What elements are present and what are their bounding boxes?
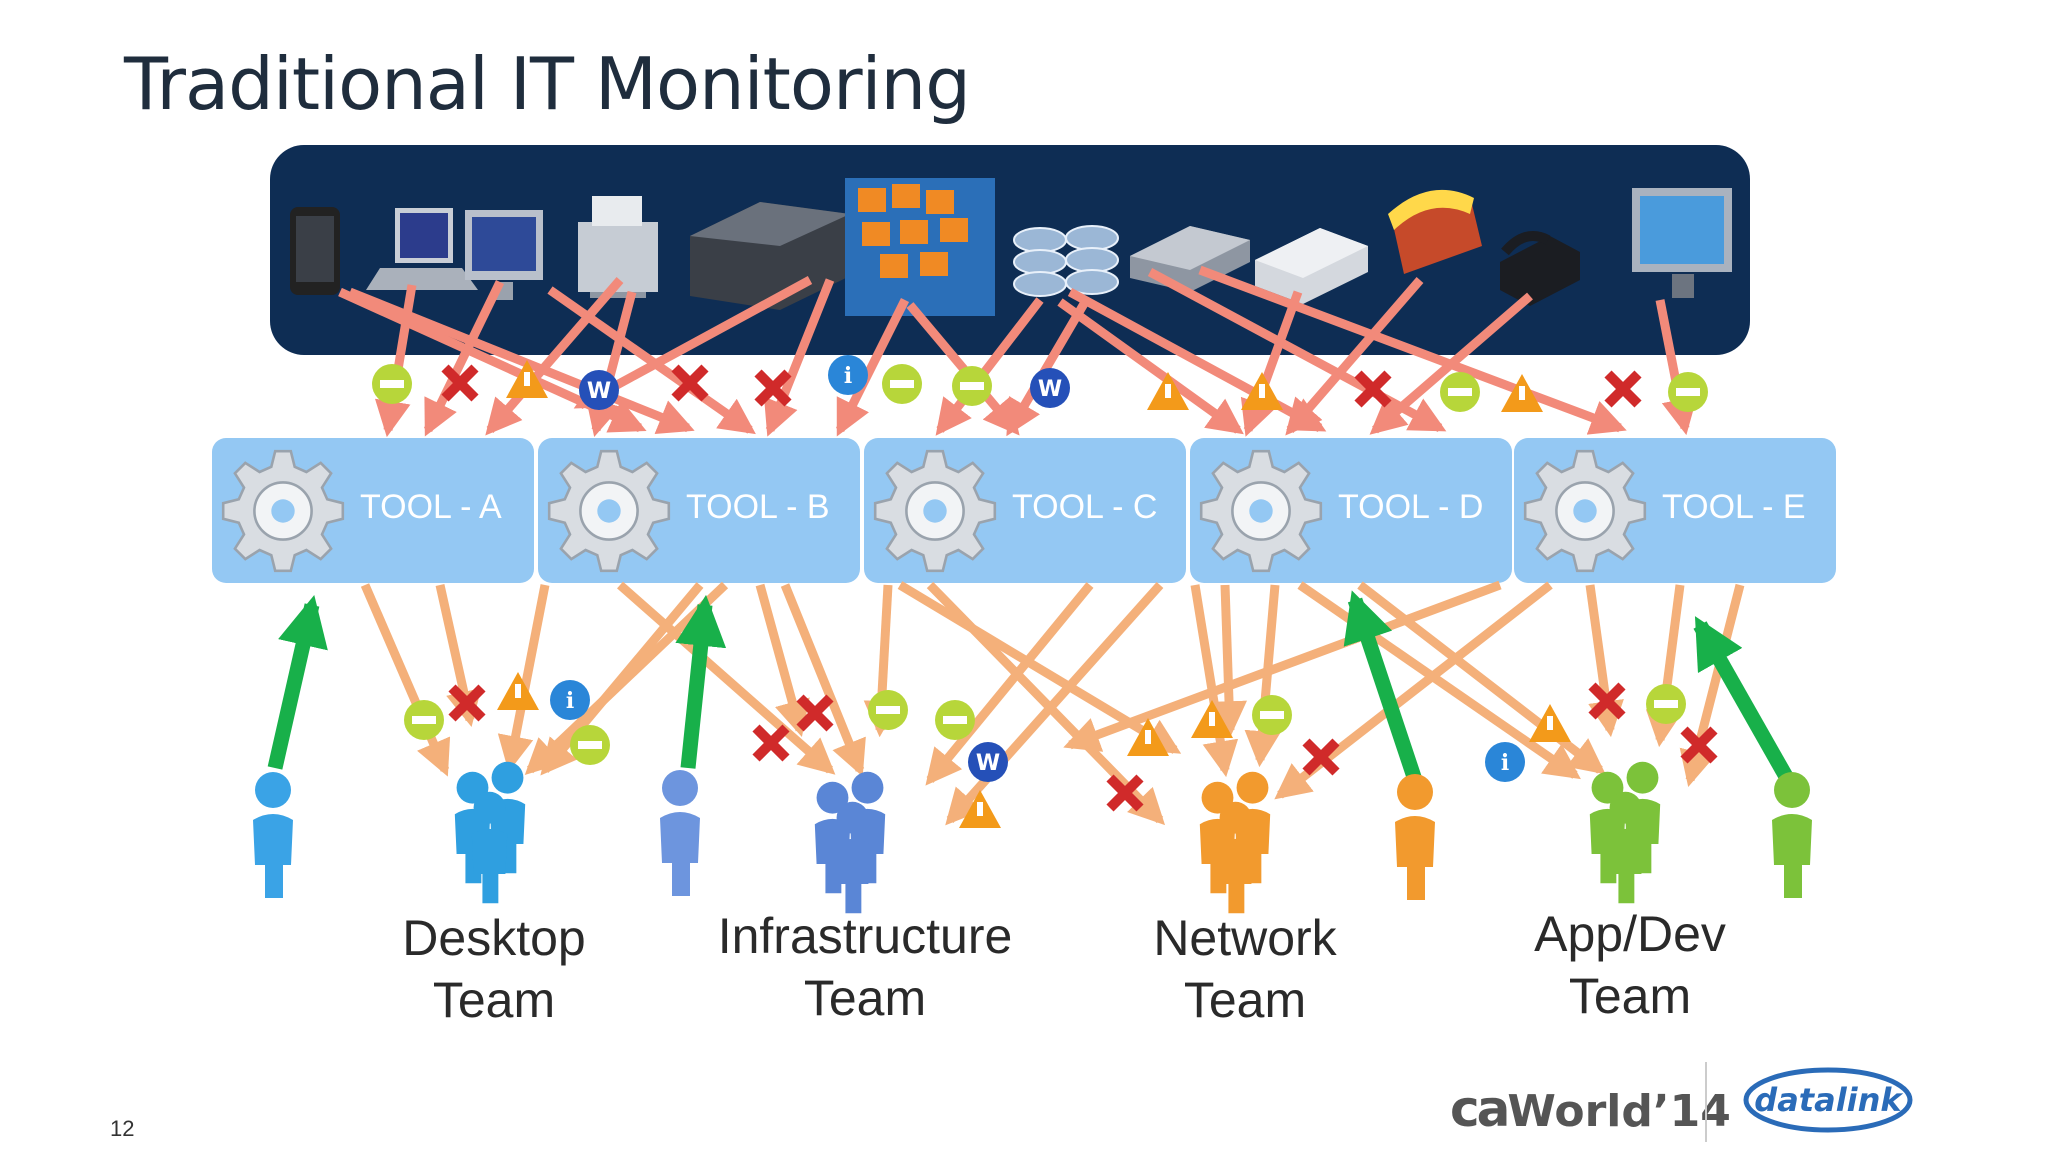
minus-status-icon <box>868 690 908 730</box>
network-user-icon <box>1395 774 1435 900</box>
monitor-display-icon <box>1632 188 1732 298</box>
w-status-icon: W <box>968 742 1008 782</box>
svg-text:i: i <box>1501 750 1509 776</box>
minus-status-icon <box>1646 684 1686 724</box>
svg-text:W: W <box>587 379 611 404</box>
error-x-icon <box>1680 726 1718 764</box>
appdev-user-icon <box>1772 772 1812 898</box>
warning-icon <box>1241 372 1283 410</box>
warning-icon <box>497 672 539 710</box>
desktop-user-icon <box>253 772 293 898</box>
minus-status-icon <box>1440 372 1480 412</box>
svg-text:W: W <box>1038 377 1062 402</box>
infrastructure-user-icon <box>660 770 700 896</box>
tool-b-box[interactable]: TOOL - B <box>538 438 860 583</box>
error-x-icon <box>1604 370 1642 408</box>
error-x-icon <box>448 684 486 722</box>
error-x-icon <box>1588 682 1626 720</box>
minus-status-icon <box>935 700 975 740</box>
info-status-icon: i <box>550 680 590 720</box>
minus-status-icon <box>1252 695 1292 735</box>
desktop-computer-icon <box>465 210 543 300</box>
warning-icon <box>1191 700 1233 738</box>
desktop-team-icon <box>454 761 526 904</box>
tool-e-box[interactable]: TOOL - E <box>1514 438 1836 583</box>
warning-icon <box>1147 372 1189 410</box>
info-status-icon: i <box>1485 742 1525 782</box>
error-x-icon <box>1302 738 1340 776</box>
tool-d-box[interactable]: TOOL - D <box>1190 438 1512 583</box>
error-x-icon <box>754 369 792 407</box>
virtual-server-cluster-icon <box>845 178 995 316</box>
w-status-icon: W <box>579 370 619 410</box>
appdev-team-icon <box>1589 761 1661 904</box>
warning-icon <box>959 790 1001 828</box>
user-to-tool-arrows <box>267 590 1795 784</box>
tool-d-label: TOOL - D <box>1338 488 1484 526</box>
tool-c-label: TOOL - C <box>1012 488 1158 526</box>
ip-phone-icon <box>1500 231 1580 306</box>
minus-status-icon <box>952 366 992 406</box>
database-icon <box>1013 225 1119 297</box>
tool-b-label: TOOL - B <box>686 488 830 526</box>
infrastructure-team-icon <box>814 771 886 914</box>
warning-icon <box>1501 374 1543 412</box>
svg-text:i: i <box>566 688 574 714</box>
minus-status-icon <box>882 364 922 404</box>
printer-icon <box>578 196 658 298</box>
ca-world-logo: caWorld’14 <box>1450 1080 1731 1138</box>
warning-icon <box>1529 704 1571 742</box>
tool-e-label: TOOL - E <box>1662 488 1806 526</box>
tool-c-box[interactable]: TOOL - C <box>864 438 1186 583</box>
network-switch-icon <box>1255 228 1368 304</box>
svg-text:datalink: datalink <box>1754 1081 1903 1119</box>
minus-status-icon <box>404 700 444 740</box>
error-x-icon <box>671 364 709 402</box>
svg-text:i: i <box>844 363 852 389</box>
error-x-icon <box>796 694 834 732</box>
error-x-icon <box>441 364 479 402</box>
tool-a-box[interactable]: TOOL - A <box>212 438 534 583</box>
network-team-icon <box>1199 771 1271 914</box>
logo-separator <box>1705 1062 1707 1142</box>
mobile-phone-icon <box>290 207 340 295</box>
laptop-icon <box>366 208 478 290</box>
minus-status-icon <box>570 725 610 765</box>
page-title: Traditional IT Monitoring <box>124 42 971 126</box>
w-status-icon: W <box>1030 368 1070 408</box>
error-x-icon <box>1354 370 1392 408</box>
error-x-icon <box>752 724 790 762</box>
info-status-icon: i <box>828 355 868 395</box>
minus-status-icon <box>372 364 412 404</box>
warning-icon <box>506 360 548 398</box>
minus-status-icon <box>1668 372 1708 412</box>
firewall-icon <box>1388 189 1482 274</box>
device-to-tool-arrows <box>338 265 1698 438</box>
svg-text:W: W <box>976 751 1000 776</box>
tool-a-label: TOOL - A <box>360 488 502 526</box>
page-number: 12 <box>110 1116 135 1141</box>
datalink-logo: datalink <box>1743 1067 1913 1133</box>
error-x-icon <box>1106 774 1144 812</box>
warning-icon <box>1127 718 1169 756</box>
